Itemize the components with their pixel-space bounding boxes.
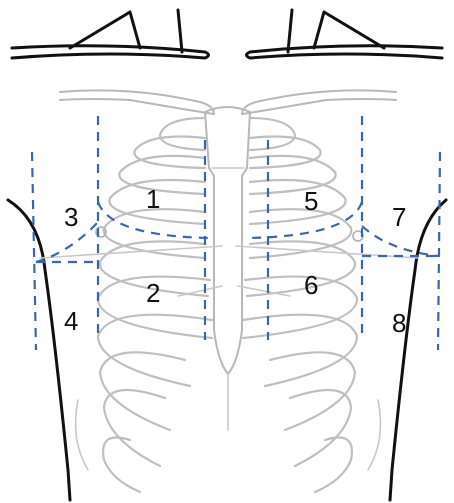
left-ribs [76, 118, 212, 492]
zone-label-7: 7 [392, 202, 406, 232]
horizontal-reference-lines [40, 246, 418, 296]
right-rib-2 [250, 137, 321, 169]
left-axillary-guide [32, 152, 36, 350]
left-clavicle [60, 90, 214, 114]
left-rib-2 [134, 137, 205, 169]
right-shoulder-outline [247, 46, 443, 58]
zone-guides [32, 116, 440, 350]
left-rib-10 [104, 390, 165, 466]
left-body-outline [8, 200, 70, 500]
right-rib-10 [290, 390, 351, 466]
zone-label-6: 6 [304, 270, 318, 300]
sternum-body [205, 107, 250, 374]
right-rib-4 [250, 180, 346, 224]
left-shoulder-outline [12, 46, 209, 58]
right-clavicle [242, 90, 396, 114]
right-neck-line [288, 10, 292, 52]
zone-label-2: 2 [146, 278, 160, 308]
right-rib-11 [315, 438, 352, 493]
left-rib-1 [160, 118, 205, 150]
left-rib-3 [119, 156, 205, 194]
zone-label-5: 5 [304, 186, 318, 216]
right-rib-7 [243, 277, 357, 338]
right-rib-1 [250, 118, 295, 150]
zone-label-3: 3 [64, 202, 78, 232]
clavicles [60, 90, 396, 114]
zone-label-1: 1 [146, 184, 160, 214]
left-lower-rib-arc [76, 400, 88, 470]
right-rib-8 [243, 315, 357, 386]
zone-label-4: 4 [64, 306, 78, 336]
right-lower-rib-arc [368, 400, 380, 470]
left-neck-line [178, 10, 182, 52]
left-rib-8 [98, 315, 212, 386]
right-ribs [243, 118, 380, 492]
zone-label-8: 8 [392, 308, 406, 338]
right-axillary-guide [438, 152, 440, 350]
left-collar-outline [70, 12, 140, 48]
right-body-outline [390, 200, 446, 500]
right-collar-outline [314, 12, 384, 48]
left-rib-11 [103, 438, 140, 493]
right-rib-3 [250, 156, 336, 194]
sternum [205, 107, 250, 430]
